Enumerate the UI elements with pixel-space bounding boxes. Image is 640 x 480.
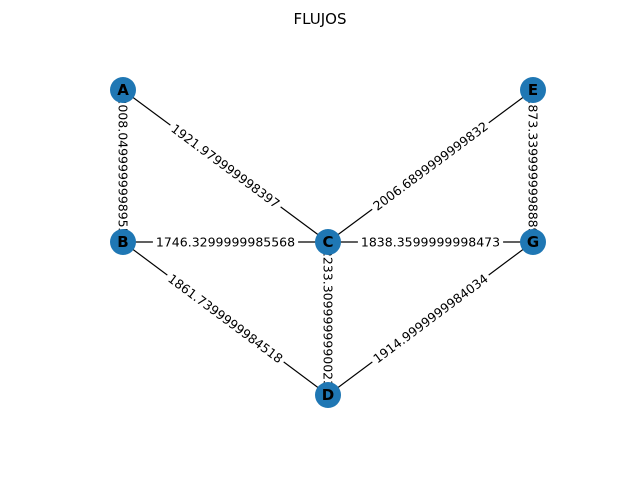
node-G xyxy=(520,229,546,255)
node-label-E: E xyxy=(528,81,538,99)
edge-label-D-G: 1914.9999999984034 xyxy=(370,271,491,366)
edge-label-group-B-C: 1746.3299999985568 xyxy=(152,234,299,250)
node-label-C: C xyxy=(322,233,333,251)
edge-label-background xyxy=(165,118,286,214)
node-A xyxy=(110,77,136,103)
node-B xyxy=(110,229,136,255)
edge-label-B-D: 1861.7399999984518 xyxy=(165,271,286,366)
edge-label-background xyxy=(162,268,289,369)
node-D xyxy=(315,382,341,408)
edge-label-group-E-G: 1873.3399999998889 xyxy=(525,93,541,239)
edge-label-group-B-D: 1861.7399999984518 xyxy=(162,268,289,369)
node-label-G: G xyxy=(527,233,539,251)
edge-label-B-C: 1746.3299999985568 xyxy=(156,235,295,250)
edge-label-C-E: 2006.6899999999832 xyxy=(370,119,491,214)
edge-label-C-G: 1838.3599999998473 xyxy=(361,235,500,250)
edge-label-A-B: 2008.0499999998955 xyxy=(116,96,131,235)
edge-label-background xyxy=(357,234,504,250)
edge-label-A-C: 1921.979999998397 xyxy=(168,121,282,211)
node-label-B: B xyxy=(117,233,128,251)
node-C xyxy=(315,229,341,255)
node-label-A: A xyxy=(117,81,129,99)
nodes-layer: A B C D E G xyxy=(110,77,546,408)
graph-title: FLUJOS xyxy=(294,10,347,28)
edge-label-background xyxy=(320,245,336,392)
edge-label-group-C-D: 2233.3099999990023 xyxy=(320,245,336,392)
edge-label-background xyxy=(115,93,131,239)
edge-label-group-D-G: 1914.9999999984034 xyxy=(367,268,494,369)
edge-label-background xyxy=(367,268,494,369)
edge-label-group-A-C: 1921.979999998397 xyxy=(165,118,286,214)
edge-label-background xyxy=(367,116,494,216)
edge-label-C-D: 2233.3099999990023 xyxy=(321,249,336,388)
node-label-D: D xyxy=(322,386,334,404)
edge-label-group-C-E: 2006.6899999999832 xyxy=(367,116,494,216)
edge-label-background xyxy=(152,234,299,250)
edge-label-background xyxy=(525,93,541,239)
edge-label-group-C-G: 1838.3599999998473 xyxy=(357,234,504,250)
edge-label-group-A-B: 2008.0499999998955 xyxy=(115,93,131,239)
node-E xyxy=(520,77,546,103)
edge-label-E-G: 1873.3399999998889 xyxy=(526,96,541,235)
